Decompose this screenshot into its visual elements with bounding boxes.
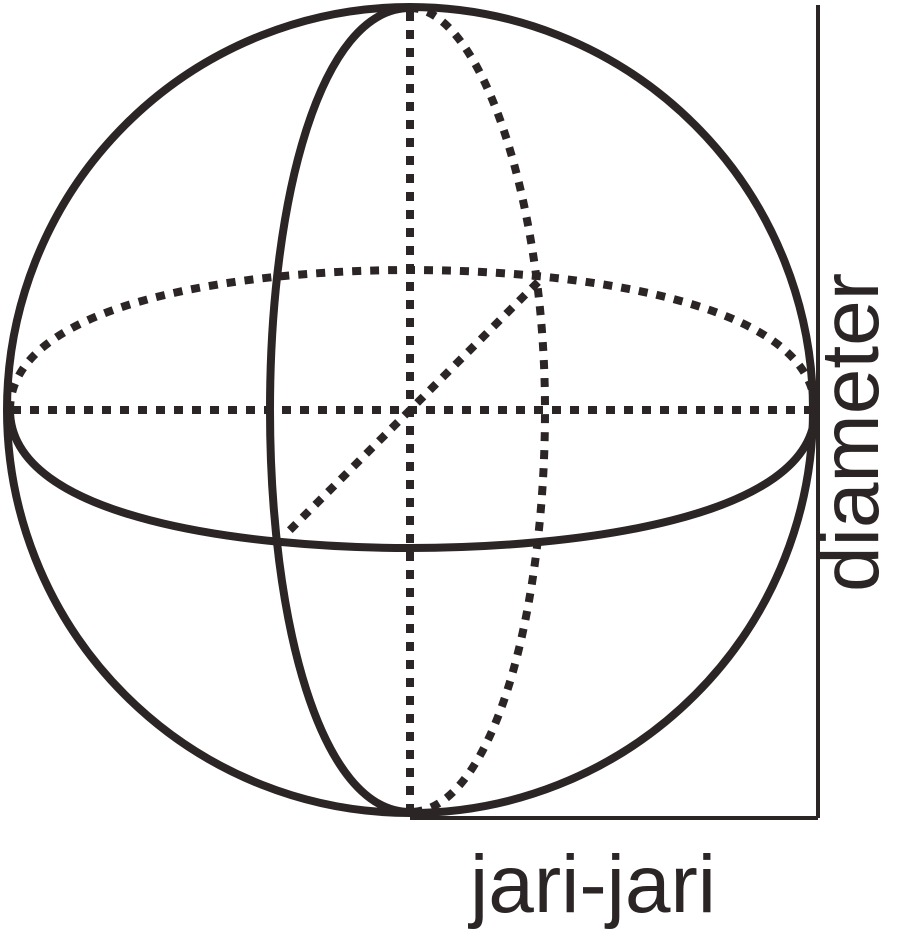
meridian-front bbox=[265, 4, 411, 816]
equator-front bbox=[6, 409, 819, 553]
diameter-label: diameter bbox=[805, 273, 896, 592]
depth-axis-dotted bbox=[285, 279, 541, 535]
radius-label: jari-jari bbox=[468, 839, 716, 930]
